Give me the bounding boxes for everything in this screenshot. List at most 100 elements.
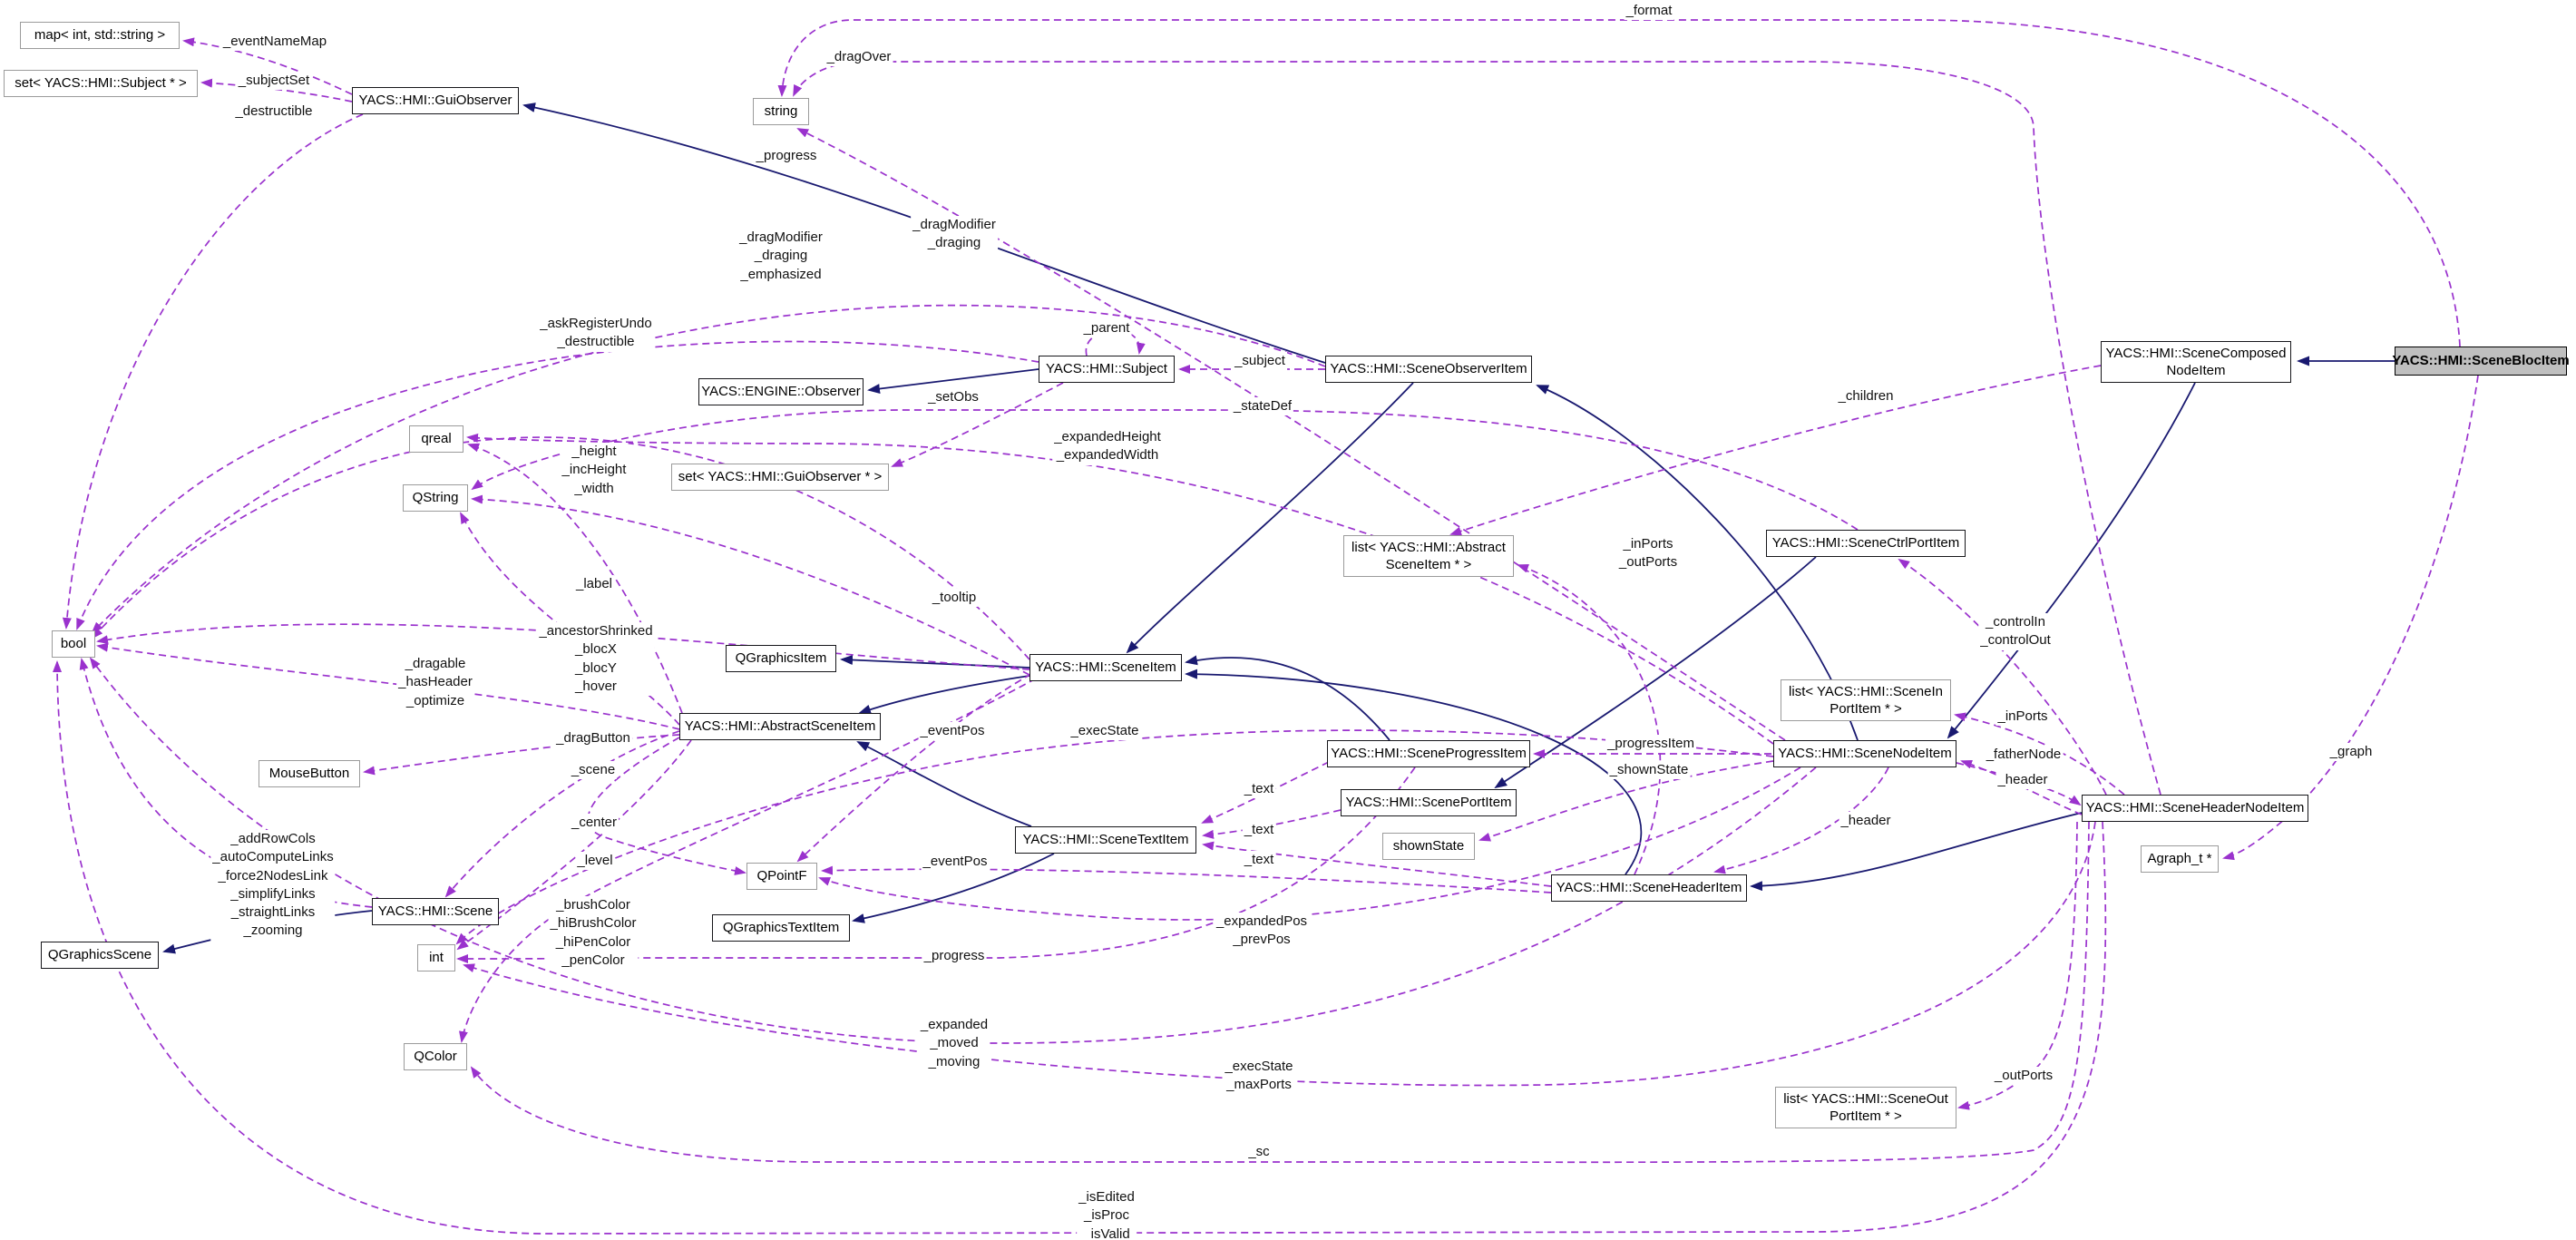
class-box-abstract-scene-item[interactable]: YACS::HMI::AbstractSceneItem xyxy=(679,713,881,740)
edge-label-children: _children xyxy=(1836,387,1896,406)
edge-label-inPorts-outPorts: _inPorts _outPorts xyxy=(1616,535,1680,572)
edge-label-setObs: _setObs xyxy=(926,388,981,407)
edge-label-header-1: _header xyxy=(1995,771,2050,790)
edge-member-expandedHW xyxy=(466,433,1774,745)
class-box-engine-observer[interactable]: YACS::ENGINE::Observer xyxy=(698,378,864,405)
class-box-qgraphics-text-item[interactable]: QGraphicsTextItem xyxy=(712,914,850,942)
edge-label-sc: _sc xyxy=(1246,1143,1272,1162)
edge-label-subject: _subject xyxy=(1233,352,1287,371)
edge-member-tooltip xyxy=(471,494,1030,676)
class-box-scene-header-item[interactable]: YACS::HMI::SceneHeaderItem xyxy=(1551,874,1747,902)
edge-member-center xyxy=(587,737,746,875)
type-box-list-scene-out-port-item: list< YACS::HMI::SceneOut PortItem * > xyxy=(1775,1087,1956,1128)
class-box-scene-bloc-item: YACS::HMI::SceneBlocItem xyxy=(2392,347,2570,376)
edge-member-colors xyxy=(459,678,1037,1043)
class-box-qgraphics-scene[interactable]: QGraphicsScene xyxy=(41,942,159,969)
edge-label-ancestorShrinked-blocX-blocY-hover: _ancestorShrinked _blocX _blocY _hover xyxy=(537,622,655,696)
edge-label-dragable-hasHeader-optimize: _dragable _hasHeader _optimize xyxy=(396,655,474,710)
edge-label-progress-int: _progress xyxy=(922,947,987,966)
class-box-subject[interactable]: YACS::HMI::Subject xyxy=(1039,356,1175,383)
edge-member-subjectSet xyxy=(200,78,353,103)
edge-inherit-sceneitem-qgraphicsitem xyxy=(840,655,1030,669)
edge-label-progressItem: _progressItem xyxy=(1605,735,1696,754)
edge-label-execState-maxPorts: _execState _maxPorts xyxy=(1223,1058,1295,1095)
edge-label-progress-string: _progress xyxy=(754,147,819,166)
edge-member-progress-int xyxy=(456,766,1416,963)
edge-label-level: _level xyxy=(575,852,615,871)
edge-member-graph xyxy=(2222,375,2479,861)
edge-member-dragButton xyxy=(363,734,680,776)
edge-label-execState-1: _execState xyxy=(1068,722,1141,741)
edge-member-dragModifier-a xyxy=(91,304,1326,634)
type-box-qreal: qreal xyxy=(409,425,463,453)
edge-label-scene-bools: _addRowCols _autoComputeLinks _force2Nod… xyxy=(210,830,336,941)
edge-member-askRegisterUndo xyxy=(76,340,1039,630)
type-box-string: string xyxy=(753,98,809,125)
edge-member-scene-bools xyxy=(79,658,373,908)
edge-label-dragOver: _dragOver xyxy=(825,48,893,67)
edge-inherit-sceneheadernode-sceneheaderitem xyxy=(1750,812,2083,892)
type-box-qstring: QString xyxy=(403,484,468,512)
edge-inherit-scenetext-abstractsceneitem xyxy=(856,741,1032,827)
type-box-qcolor: QColor xyxy=(404,1043,467,1070)
edge-member-eventPos-2 xyxy=(821,865,1552,893)
edge-label-graph: _graph xyxy=(2327,743,2375,762)
edge-label-inPorts: _inPorts xyxy=(1995,708,2050,727)
edge-member-inPorts-outPorts xyxy=(1517,563,1662,875)
edge-member-expanded-moved-moving xyxy=(89,657,1817,1044)
type-box-map-int-string: map< int, std::string > xyxy=(20,22,180,49)
edge-label-parent-subject: _parent xyxy=(1081,319,1132,338)
edge-member-header-2 xyxy=(1713,766,1889,874)
edge-inherit-scenenode-sceneobserver xyxy=(1536,385,1859,741)
type-box-int: int xyxy=(417,944,455,971)
edge-label-askRegisterUndo-destructible: _askRegisterUndo _destructible xyxy=(538,315,654,352)
edge-label-center: _center xyxy=(569,814,620,833)
edge-member-eventNameMap xyxy=(182,37,353,95)
edge-member-setObs xyxy=(891,382,1064,467)
edge-member-level xyxy=(456,739,692,951)
edge-inherit-scenectrlport-sceneportitem xyxy=(1494,556,1817,789)
edge-label-header-2: _header xyxy=(1839,812,1893,831)
type-box-set-subject: set< YACS::HMI::Subject * > xyxy=(4,70,198,97)
edge-label-outPorts: _outPorts xyxy=(1992,1067,2055,1086)
edge-label-shownState-member: _shownState xyxy=(1607,761,1691,780)
edge-label-expandedPos-prevPos: _expandedPos _prevPos xyxy=(1214,913,1310,950)
class-box-scene-port-item[interactable]: YACS::HMI::ScenePortItem xyxy=(1341,789,1517,816)
type-box-mouse-button: MouseButton xyxy=(259,760,360,787)
class-box-scene[interactable]: YACS::HMI::Scene xyxy=(372,898,499,925)
edge-member-children xyxy=(1449,365,2102,536)
edge-member-sc xyxy=(470,821,2090,1164)
edge-label-fatherNode: _fatherNode xyxy=(1984,746,2064,765)
type-box-list-abstract-scene-item: list< YACS::HMI::Abstract SceneItem * > xyxy=(1343,535,1514,577)
class-box-scene-header-node-item[interactable]: YACS::HMI::SceneHeaderNodeItem xyxy=(2082,795,2308,822)
edge-member-destructible xyxy=(62,113,364,630)
edge-member-scene xyxy=(444,730,680,898)
type-box-agraph-t: Agraph_t * xyxy=(2141,845,2219,873)
edge-label-colors: _brushColor _hiBrushColor _hiPenColor _p… xyxy=(548,896,639,970)
edge-label-dragButton: _dragButton xyxy=(554,729,632,748)
class-box-gui-observer[interactable]: YACS::HMI::GuiObserver xyxy=(352,87,519,114)
edge-label-scene-member: _scene xyxy=(569,761,618,780)
edge-inherit-scenecomposed-scenenode xyxy=(1947,382,2196,739)
edge-label-eventPos-2: _eventPos xyxy=(921,853,990,872)
edge-label-destructible: _destructible xyxy=(233,103,315,122)
class-box-scene-text-item[interactable]: YACS::HMI::SceneTextItem xyxy=(1015,826,1196,854)
edge-inherit-scenetext-qgraphicstext xyxy=(852,853,1055,923)
class-box-scene-node-item[interactable]: YACS::HMI::SceneNodeItem xyxy=(1773,740,1956,767)
class-box-scene-composed-node-item[interactable]: YACS::HMI::SceneComposed NodeItem xyxy=(2101,341,2291,383)
edge-label-isEdited-isProc-isValid: _isEdited _isProc _isValid xyxy=(1077,1188,1137,1240)
edge-member-progress-string xyxy=(796,128,1786,741)
class-box-scene-progress-item[interactable]: YACS::HMI::SceneProgressItem xyxy=(1327,740,1530,767)
edge-member-controlIn-controlOut xyxy=(1898,558,2107,796)
class-box-qgraphics-item[interactable]: QGraphicsItem xyxy=(726,645,836,672)
edge-member-eventPos-1 xyxy=(796,673,1032,863)
edge-member-format xyxy=(777,19,2461,347)
class-box-scene-ctrl-port-item[interactable]: YACS::HMI::SceneCtrlPortItem xyxy=(1766,530,1966,557)
class-box-scene-item[interactable]: YACS::HMI::SceneItem xyxy=(1029,654,1182,681)
type-box-bool: bool xyxy=(52,630,95,658)
class-box-scene-observer-item[interactable]: YACS::HMI::SceneObserverItem xyxy=(1325,356,1532,383)
edge-member-outPorts xyxy=(1957,821,2078,1110)
edge-label-label: _label xyxy=(573,575,615,594)
type-box-set-gui-observer: set< YACS::HMI::GuiObserver * > xyxy=(671,464,889,491)
